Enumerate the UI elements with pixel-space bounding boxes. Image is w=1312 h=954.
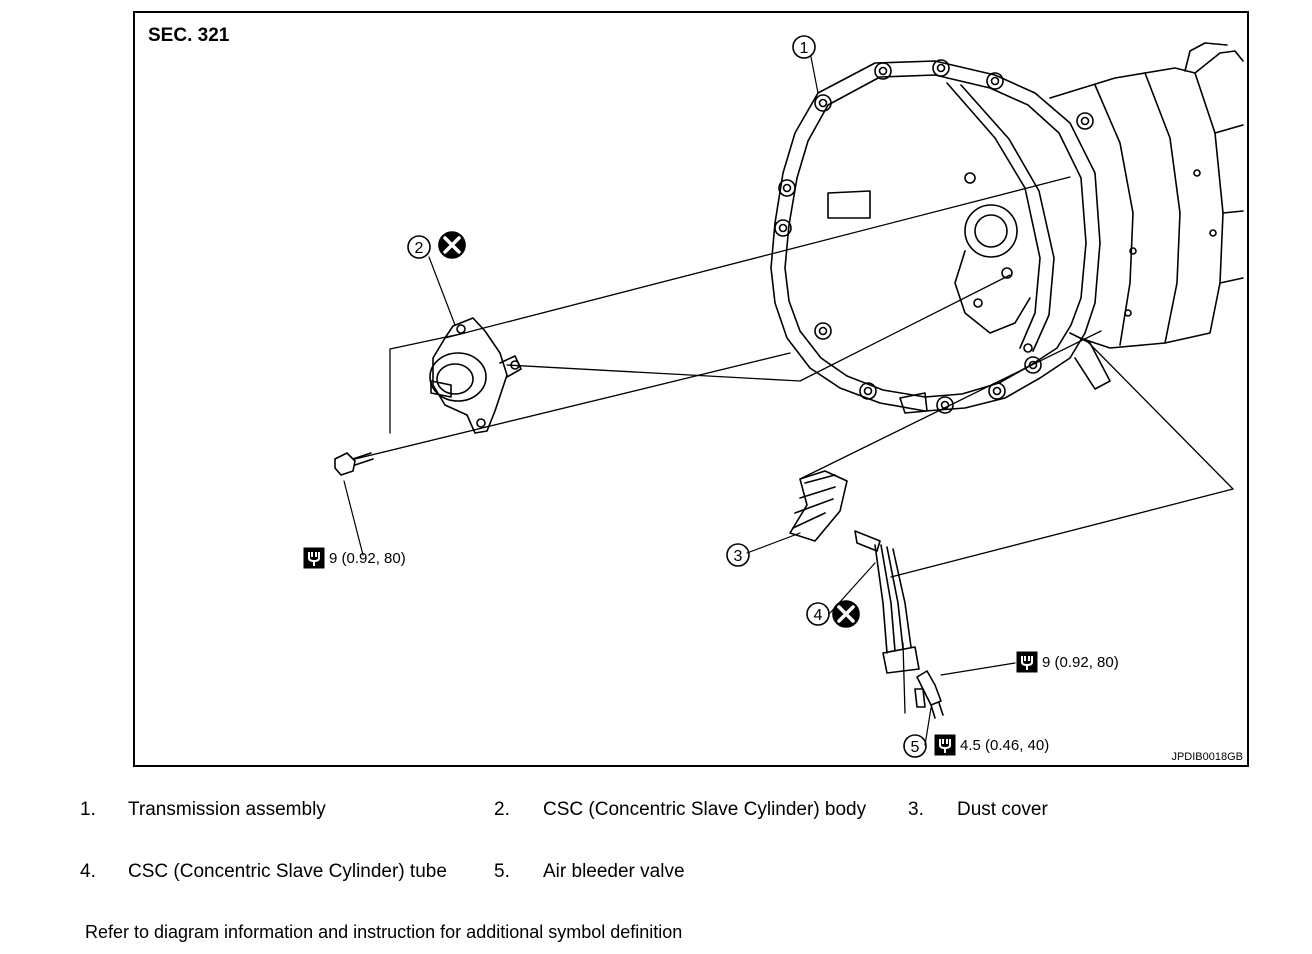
- figure-code: JPDIB0018GB: [1171, 751, 1243, 763]
- csc-tube: [854, 530, 944, 719]
- exploded-view-drawing: 1 2 3 4 5: [334, 35, 1244, 758]
- torque-value: 9 (0.92, 80): [1042, 653, 1119, 671]
- legend-text: Air bleeder valve: [543, 861, 685, 882]
- csc-body: [334, 317, 522, 476]
- transmission-assembly: [770, 42, 1244, 414]
- callout-1: 1: [792, 35, 816, 59]
- section-label: SEC. 321: [148, 25, 230, 46]
- svg-text:5: 5: [911, 739, 920, 756]
- non-reusable-x-icon: [438, 231, 466, 259]
- legend-number: 3.: [908, 799, 924, 820]
- torque-wrench-icon: [303, 547, 325, 569]
- torque-spec-tube-bolt: 9 (0.92, 80): [1016, 651, 1119, 673]
- legend-text: CSC (Concentric Slave Cylinder) body: [543, 799, 867, 820]
- legend-number: 4.: [80, 861, 96, 882]
- legend-text: CSC (Concentric Slave Cylinder) tube: [128, 861, 447, 882]
- diagram-frame: 1 2 3 4 5 SEC. 321: [133, 11, 1249, 767]
- callout-2: 2: [407, 235, 431, 259]
- legend-text: Transmission assembly: [128, 799, 326, 820]
- alignment-lines: [354, 176, 1234, 714]
- legend-number: 1.: [80, 799, 96, 820]
- svg-text:3: 3: [734, 548, 743, 565]
- legend-number: 2.: [494, 799, 510, 820]
- non-reusable-x-icon: [832, 600, 860, 628]
- symbol-footnote: Refer to diagram information and instruc…: [85, 922, 683, 942]
- torque-spec-csc-bolt: 9 (0.92, 80): [303, 547, 406, 569]
- dust-cover: [789, 470, 848, 542]
- callout-4: 4: [806, 602, 830, 626]
- callout-3: 3: [726, 543, 750, 567]
- torque-spec-bleeder-valve: 4.5 (0.46, 40): [934, 734, 1049, 756]
- legend-number: 5.: [494, 861, 510, 882]
- callout-5: 5: [903, 734, 927, 758]
- torque-value: 4.5 (0.46, 40): [960, 736, 1050, 754]
- legend-text: Dust cover: [957, 799, 1048, 820]
- leader-lines: [343, 56, 1016, 746]
- svg-text:2: 2: [415, 240, 424, 257]
- torque-value: 9 (0.92, 80): [329, 549, 406, 567]
- svg-text:1: 1: [800, 40, 809, 57]
- torque-wrench-icon: [1016, 651, 1038, 673]
- svg-text:4: 4: [814, 607, 823, 624]
- torque-wrench-icon: [934, 734, 956, 756]
